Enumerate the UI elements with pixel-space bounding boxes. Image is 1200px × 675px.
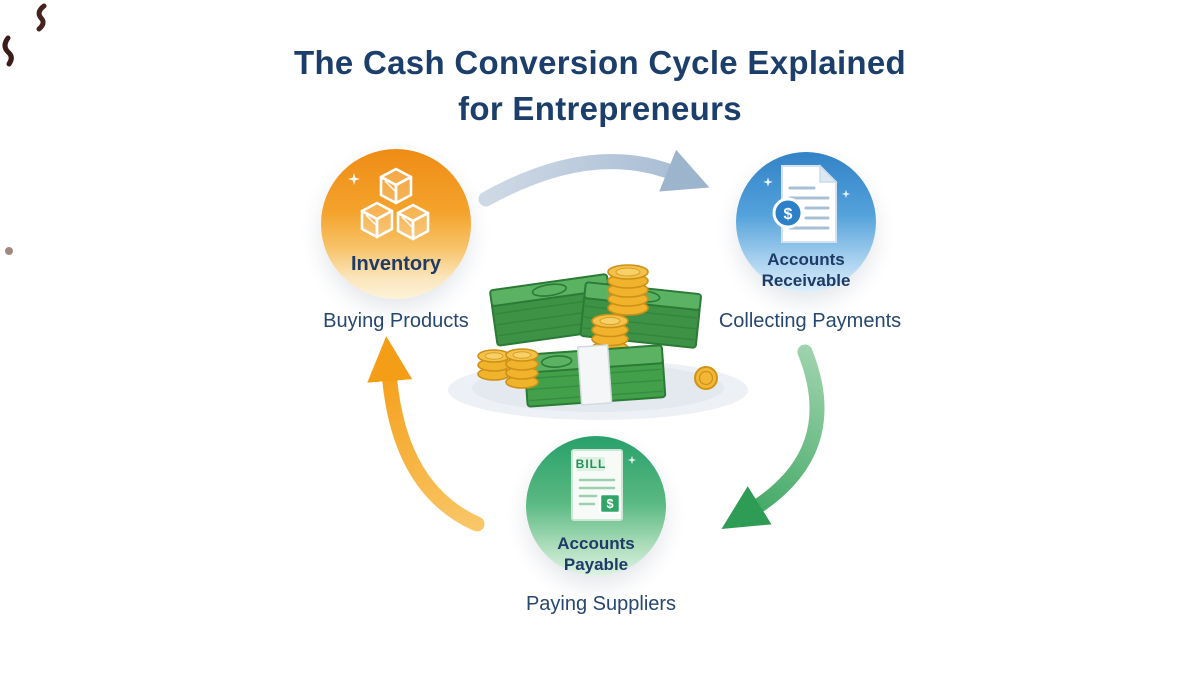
- coin-stack-front-left: [477, 348, 539, 389]
- cash-pile-illustration: [448, 264, 748, 420]
- receivable-caption: Collecting Payments: [718, 310, 902, 332]
- sparkle-icon: [627, 455, 637, 465]
- sparkle-icon: [841, 189, 851, 199]
- arrow-receivable-to-payable: [721, 344, 825, 530]
- node-accounts-payable: BILL $ Accounts Payable: [526, 436, 666, 576]
- title-line-2: for Entrepreneurs: [458, 90, 742, 127]
- dollar-badge: [598, 492, 622, 515]
- node-accounts-receivable: $ Accounts Receivable: [736, 152, 876, 292]
- inventory-label: Inventory: [350, 253, 442, 275]
- coin-stack-tall: [607, 264, 649, 316]
- stray-marks: [2, 3, 47, 255]
- sparkle-icon: [348, 173, 360, 185]
- bill-document-icon: BILL $: [571, 449, 637, 521]
- title-line-1: The Cash Conversion Cycle Explained: [293, 44, 906, 81]
- receivable-label: Accounts Receivable: [761, 250, 851, 290]
- arrow-payable-to-inventory: [367, 336, 485, 532]
- inventory-boxes-icon: [348, 167, 430, 241]
- page-title: The Cash Conversion Cycle Explained for …: [0, 40, 1200, 132]
- single-coin: [694, 366, 718, 390]
- payable-label: Accounts Payable: [557, 534, 635, 574]
- payable-caption: Paying Suppliers: [525, 593, 677, 615]
- dollar-badge: [772, 197, 804, 229]
- inventory-caption: Buying Products: [323, 310, 469, 332]
- bill-bundle-front: [523, 344, 667, 408]
- invoice-dollar-icon: $: [763, 164, 851, 243]
- node-inventory: Inventory: [321, 149, 471, 299]
- bill-label: BILL: [576, 457, 607, 471]
- dollar-symbol: $: [606, 496, 614, 511]
- arrow-inventory-to-receivable: [478, 149, 710, 207]
- sparkle-icon: [763, 177, 773, 187]
- inventory-circle: [321, 149, 471, 299]
- dollar-symbol: $: [784, 206, 793, 223]
